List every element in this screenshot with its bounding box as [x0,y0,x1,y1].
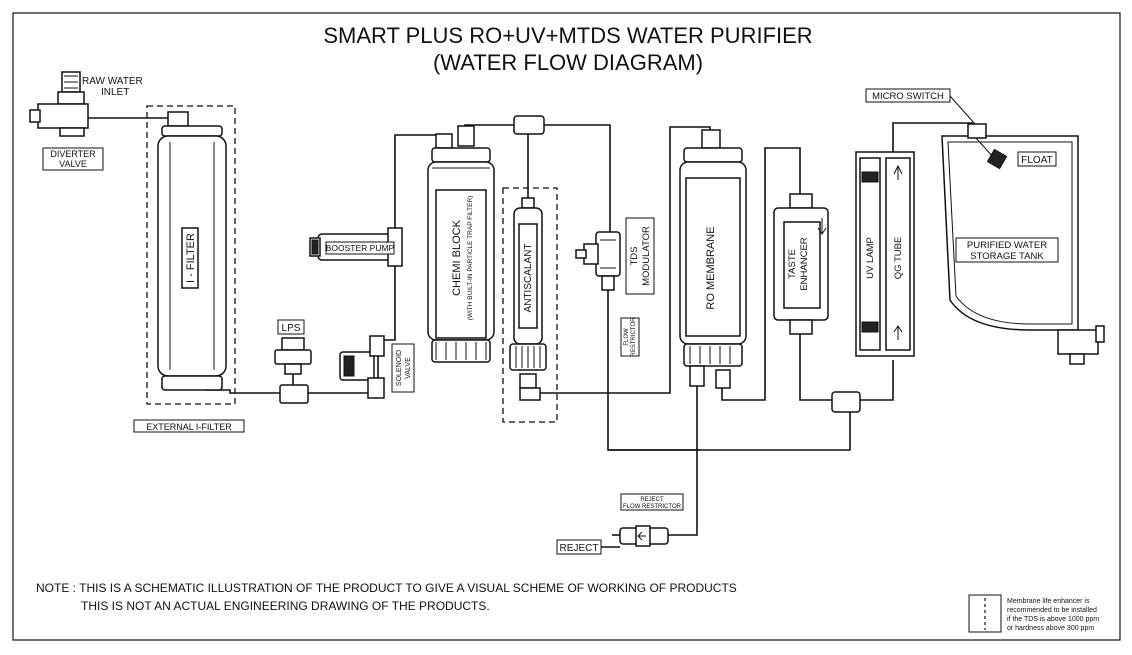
ro-membrane-label: RO MEMBRANE [705,226,717,309]
reject-flow-restrictor-label-2: FLOW RESTRICTOR [623,504,682,510]
tee-connector [831,391,861,413]
tank-label-2: STORAGE TANK [970,251,1044,262]
taste-enhancer-label: TASTE [787,249,798,279]
chemi-block-sublabel: (WITH BUILT-IN PARTICLE TRAP FILTER) [467,196,474,321]
flow-restrictor-label: FLOW [624,328,630,346]
legend-text-2: recommended to be installed [1007,607,1097,614]
ro-membrane [679,129,747,389]
micro-switch-label: MICRO SWITCH [872,91,944,102]
reject-flow-restrictor [619,525,669,547]
reject-label: REJECT [560,543,599,554]
diagram-border [12,12,1121,641]
note-line-1: NOTE : THIS IS A SCHEMATIC ILLUSTRATION … [36,581,737,595]
note-line-2: THIS IS NOT AN ACTUAL ENGINEERING DRAWIN… [81,599,490,613]
raw-water-label: RAW WATER [82,76,143,87]
lps-label: LPS [282,323,301,334]
i-filter [157,111,227,391]
chemi-block-label: CHEMI BLOCK [451,219,463,295]
tds-modulator-label: TDS [629,247,640,266]
diverter-valve-label: DIVERTER [50,149,96,159]
diagram-title-line1: SMART PLUS RO+UV+MTDS WATER PURIFIER [323,23,812,48]
tds-modulator-label-2: MODULATOR [641,226,652,286]
legend-text-1: Membrane life enhancer is [1007,598,1090,605]
float-label: FLOAT [1021,155,1052,166]
diagram-title-line2: (WATER FLOW DIAGRAM) [433,50,703,75]
antiscalant-cartridge [509,115,547,401]
reject-flow-restrictor-label: REJECT [640,497,664,503]
raw-water-inlet-label: INLET [101,87,129,98]
solenoid-valve-label: SOLENOID [396,350,403,386]
chemi-block-filter [427,125,495,363]
uv-lamp-label: UV LAMP [865,237,876,279]
qg-tube-label: QG TUBE [893,237,904,280]
taste-enhancer [773,193,829,335]
uv-chamber [855,151,915,357]
taste-enhancer-label-2: ENHANCER [799,237,810,290]
tank-label: PURIFIED WATER [967,240,1047,251]
solenoid-valve-label-2: VALVE [405,357,412,379]
storage-tank [941,123,1105,365]
booster-pump-label: BOOSTER PUMP [326,243,395,253]
legend-box [968,594,1002,633]
low-pressure-switch [274,337,312,404]
antiscalant-label: ANTISCALANT [523,244,534,313]
solenoid-valve [339,335,385,399]
diverter-valve [29,71,89,137]
diverter-valve-label-2: VALVE [59,159,87,169]
legend-text-3: if the TDS is above 1000 ppm [1007,616,1099,623]
flow-restrictor-label-2: RESTRICTOR [631,317,637,357]
external-i-filter-label: EXTERNAL I-FILTER [146,422,232,432]
legend-text-4: or hardness above 300 ppm [1007,625,1094,632]
tds-modulator [575,231,621,291]
i-filter-label: I - FILTER [185,233,197,283]
